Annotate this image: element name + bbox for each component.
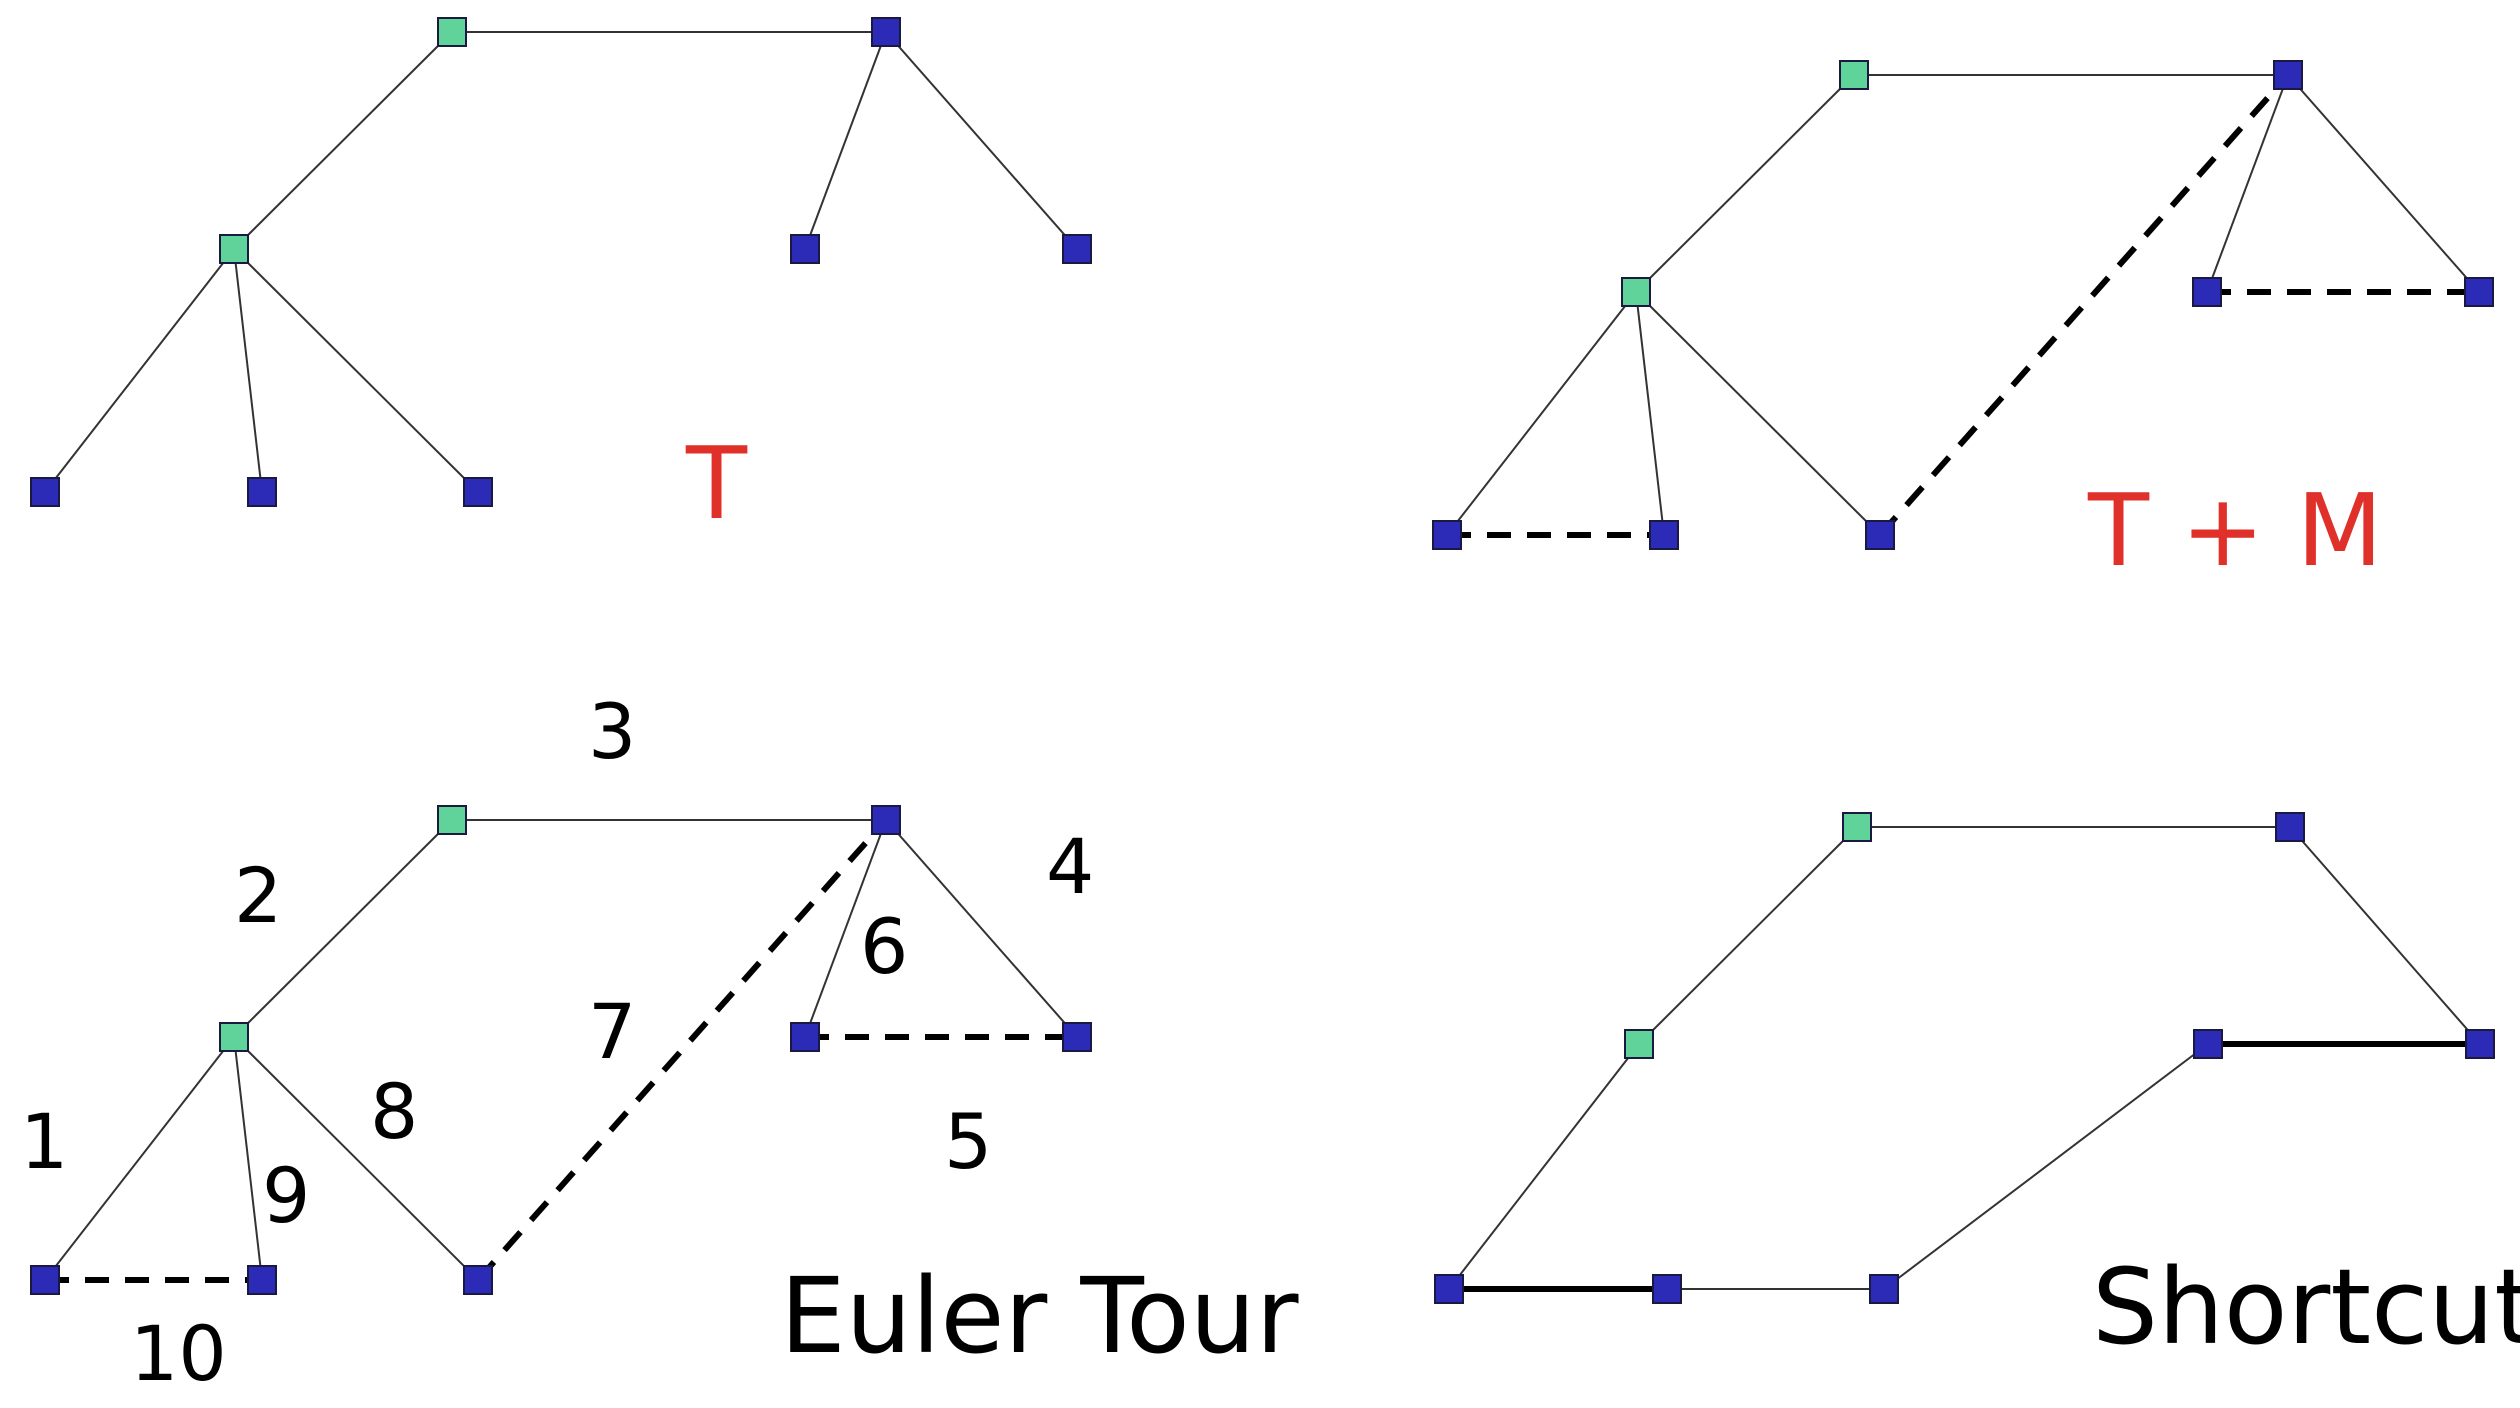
leaf-node	[1434, 1274, 1464, 1304]
leaf-node	[1865, 520, 1895, 550]
tour-edge	[1883, 1043, 2209, 1290]
tour-edge	[1638, 826, 1858, 1045]
leaf-node	[247, 1265, 277, 1295]
internal-node	[1842, 812, 1872, 842]
internal-node	[1624, 1029, 1654, 1059]
tree-edge	[2206, 74, 2289, 293]
euler-step-number: 6	[860, 902, 908, 991]
tree-edge	[233, 1036, 479, 1281]
leaf-node	[1869, 1274, 1899, 1304]
leaf-node	[871, 805, 901, 835]
panel-euler-tour: 1 2 3 4 5 6 7 8 9 10 Euler Tour	[20, 687, 1299, 1398]
euler-step-number: 2	[234, 851, 282, 940]
euler-step-number: 4	[1046, 822, 1094, 911]
tree-edge	[1635, 74, 1855, 293]
panel-tree: T	[30, 17, 1092, 542]
euler-step-number: 7	[588, 987, 636, 1076]
tree-edge	[804, 819, 887, 1038]
leaf-node	[1652, 1274, 1682, 1304]
leaf-node	[1649, 520, 1679, 550]
tour-edge	[2289, 826, 2481, 1045]
tree-edge	[44, 248, 235, 493]
tree-edge	[233, 1036, 263, 1281]
internal-node	[219, 234, 249, 264]
tree-edge	[44, 1036, 235, 1281]
leaf-node	[1432, 520, 1462, 550]
internal-node	[437, 805, 467, 835]
leaf-node	[2275, 812, 2305, 842]
panel-label-euler-tour: Euler Tour	[780, 1255, 1299, 1377]
panel-shortcut: Shortcut	[1434, 812, 2520, 1368]
internal-node	[219, 1022, 249, 1052]
internal-node	[1839, 60, 1869, 90]
leaf-node	[871, 17, 901, 47]
leaf-node	[1062, 234, 1092, 264]
tree-edge	[885, 31, 1078, 250]
matching-edge	[475, 818, 889, 1282]
leaf-node	[790, 234, 820, 264]
tree-edge	[1635, 291, 1665, 536]
leaf-node	[2464, 277, 2494, 307]
internal-node	[437, 17, 467, 47]
leaf-node	[2465, 1029, 2495, 1059]
leaf-node	[463, 477, 493, 507]
internal-node	[1621, 277, 1651, 307]
leaf-node	[463, 1265, 493, 1295]
tour-edge	[1448, 1043, 1640, 1290]
euler-step-number: 9	[262, 1151, 310, 1240]
tree-edge	[233, 31, 453, 250]
euler-step-number: 5	[944, 1097, 992, 1186]
tree-edge	[233, 248, 479, 493]
panel-tree-plus-matching: T + M	[1432, 60, 2494, 589]
euler-step-number: 1	[20, 1097, 68, 1186]
panel-label-tree: T	[685, 425, 748, 542]
leaf-node	[2273, 60, 2303, 90]
leaf-node	[247, 477, 277, 507]
euler-step-number: 3	[588, 687, 636, 776]
euler-step-number: 10	[130, 1309, 227, 1398]
tree-edge	[233, 819, 453, 1038]
tree-edge	[233, 248, 263, 493]
euler-step-number: 8	[370, 1067, 418, 1156]
panel-label-tree-plus-matching: T + M	[2087, 472, 2383, 589]
tree-edge	[1635, 291, 1881, 536]
tree-edge	[1446, 291, 1637, 536]
leaf-node	[30, 1265, 60, 1295]
leaf-node	[1062, 1022, 1092, 1052]
leaf-node	[30, 477, 60, 507]
leaf-node	[2193, 1029, 2223, 1059]
tree-edge	[804, 31, 887, 250]
matching-edge	[1877, 73, 2291, 537]
panel-label-shortcut: Shortcut	[2092, 1246, 2520, 1368]
tree-edge	[2287, 74, 2480, 293]
leaf-node	[790, 1022, 820, 1052]
tree-edge	[885, 819, 1078, 1038]
leaf-node	[2192, 277, 2222, 307]
